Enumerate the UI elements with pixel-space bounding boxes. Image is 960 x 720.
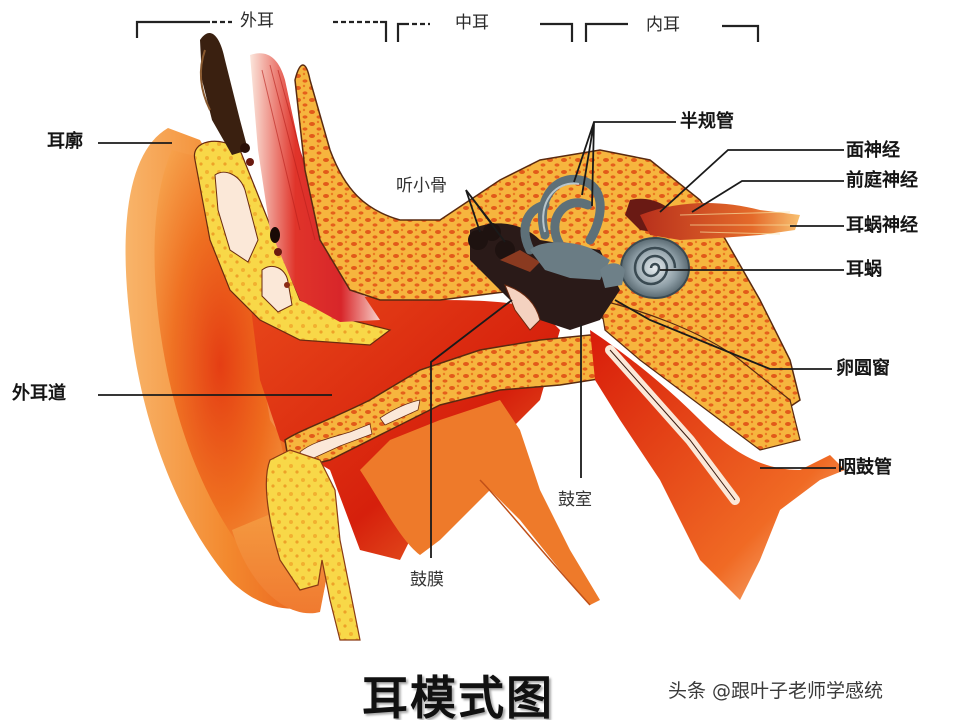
hair-tuft <box>200 32 248 155</box>
region-label-outer-ear: 外耳 <box>240 11 274 31</box>
temporal-muscle <box>250 53 380 322</box>
cochlea-shape <box>600 237 690 299</box>
region-label-middle-ear: 中耳 <box>455 13 489 33</box>
label-tympanic-cavity: 鼓室 <box>558 490 592 510</box>
label-cochlea: 耳蜗 <box>846 259 882 280</box>
tympanic-cavity-lower <box>360 400 600 605</box>
label-tympanic-membrane: 鼓膜 <box>410 570 444 590</box>
source-watermark: 头条 @跟叶子老师学感统 <box>668 680 884 702</box>
label-semicircular-canals: 半规管 <box>680 111 734 132</box>
label-facial-nerve: 面神经 <box>846 140 900 161</box>
label-cochlear-nerve: 耳蜗神经 <box>846 215 918 236</box>
region-label-inner-ear: 内耳 <box>646 15 680 35</box>
label-auricle: 耳廓 <box>47 131 83 152</box>
label-ossicles: 听小骨 <box>396 176 447 196</box>
diagram-title: 耳模式图 <box>362 671 554 720</box>
semicircular-canals-shape <box>520 174 605 255</box>
ossicles-shape <box>468 223 540 272</box>
label-eustachian-tube: 咽鼓管 <box>838 457 892 478</box>
tympanic-membrane-shape <box>504 284 541 331</box>
leader-lines <box>98 121 844 558</box>
label-external-auditory-canal: 外耳道 <box>12 383 66 404</box>
lower-cartilage <box>265 449 361 641</box>
label-oval-window: 卵圆窗 <box>836 358 890 379</box>
region-brackets <box>135 20 760 42</box>
nerve-bundle <box>640 203 800 240</box>
label-vestibular-nerve: 前庭神经 <box>846 170 918 191</box>
